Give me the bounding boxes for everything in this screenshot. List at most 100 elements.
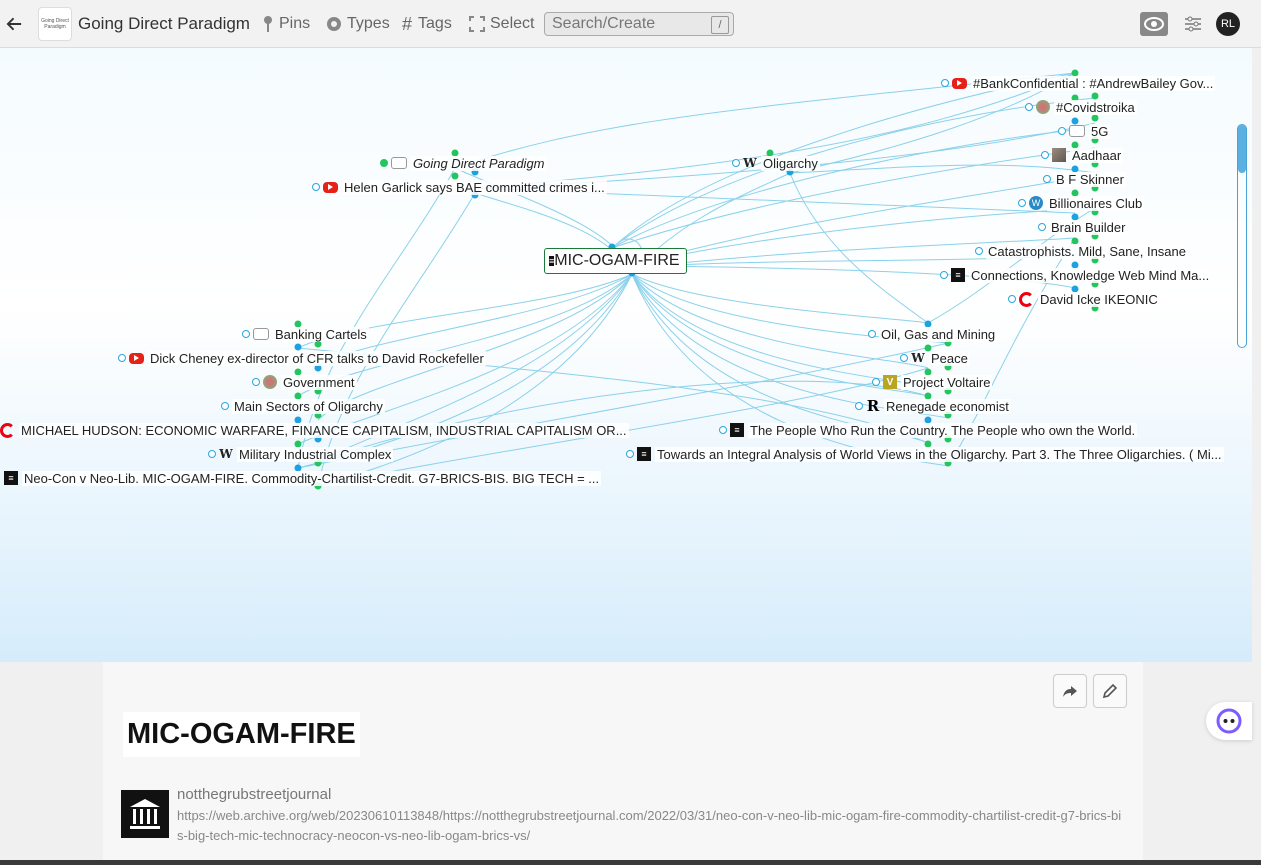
wikipedia-icon: W: [219, 447, 233, 461]
node-peace[interactable]: W Peace: [900, 348, 970, 368]
select-button[interactable]: Select: [469, 0, 534, 48]
node-oil-gas-mining[interactable]: Oil, Gas and Mining: [868, 324, 998, 344]
bank-icon: [549, 256, 555, 266]
connector-dot: [626, 450, 634, 458]
node-michael-hudson[interactable]: MICHAEL HUDSON: ECONOMIC WARFARE, FINANC…: [0, 420, 629, 440]
node-label: Brain Builder: [1049, 219, 1128, 235]
node-helen-garlick[interactable]: Helen Garlick says BAE committed crimes …: [312, 177, 607, 197]
edge: [611, 129, 1076, 249]
wordpress-icon: W: [1029, 196, 1043, 210]
graph-scrollbar[interactable]: [1237, 124, 1247, 348]
node-brain-builder[interactable]: Brain Builder: [1038, 217, 1128, 237]
assistant-button[interactable]: [1206, 702, 1252, 740]
node-david-icke[interactable]: David Icke IKEONIC: [1008, 289, 1160, 309]
node-label: Renegade economist: [884, 398, 1011, 414]
wikipedia-icon: W: [743, 156, 757, 170]
connector-dot: [221, 402, 229, 410]
node-label: Catastrophists. Mild, Sane, Insane: [986, 243, 1188, 259]
edge: [631, 273, 929, 369]
node-oligarchy[interactable]: W Oligarchy: [732, 153, 820, 173]
node-label: Neo-Con v Neo-Lib. MIC-OGAM-FIRE. Commod…: [22, 470, 602, 486]
edge: [479, 72, 1076, 189]
center-node-mic-ogam-fire[interactable]: MIC-OGAM-FIRE: [544, 248, 687, 274]
settings-button[interactable]: [1184, 0, 1207, 48]
node-5g[interactable]: 5G: [1058, 121, 1111, 141]
circle-icon: [327, 17, 341, 31]
node-banking-cartels[interactable]: Banking Cartels: [242, 324, 369, 344]
detail-panel: MIC-OGAM-FIRE notthegrubstreetjournal ht…: [103, 662, 1143, 865]
node-aadhaar[interactable]: Aadhaar: [1041, 145, 1124, 165]
node-dick-cheney[interactable]: Dick Cheney ex-director of CFR talks to …: [118, 348, 486, 368]
connector-dot: [1041, 151, 1049, 159]
detail-title: MIC-OGAM-FIRE: [123, 712, 360, 757]
voltaire-logo-icon: V: [883, 375, 897, 389]
node-label: Connections, Knowledge Web Mind Ma...: [969, 267, 1212, 283]
node-label: Helen Garlick says BAE committed crimes …: [342, 179, 607, 195]
node-bankconfidential[interactable]: #BankConfidential : #AndrewBailey Gov...: [941, 73, 1216, 93]
search-placeholder: Search/Create: [552, 15, 656, 32]
graph-scrollbar-thumb[interactable]: [1238, 125, 1246, 173]
source-url-link[interactable]: https://web.archive.org/web/202306101138…: [177, 808, 1122, 843]
connector-dot: [868, 330, 876, 338]
connector-dot: [940, 271, 948, 279]
hash-icon: #: [402, 13, 413, 34]
bank-icon: [951, 268, 965, 282]
edge: [454, 72, 1076, 169]
connector-dot: [855, 402, 863, 410]
edge: [631, 273, 929, 397]
bank-icon: [4, 471, 18, 485]
youtube-icon: [323, 181, 338, 193]
share-button[interactable]: [1053, 674, 1087, 708]
c-logo-icon: [0, 422, 15, 438]
view-toggle-button[interactable]: [1140, 12, 1168, 36]
connector-dot: [1018, 199, 1026, 207]
pins-button[interactable]: Pins: [262, 0, 310, 48]
user-avatar[interactable]: RL: [1216, 12, 1240, 36]
node-label: B F Skinner: [1054, 171, 1126, 187]
node-label: Main Sectors of Oligarchy: [232, 398, 385, 414]
picture-icon: [1036, 100, 1050, 114]
connector-dot: [118, 354, 126, 362]
connector-dot: [900, 354, 908, 362]
node-connections-knowledge-web[interactable]: Connections, Knowledge Web Mind Ma...: [940, 265, 1212, 285]
node-label: Oligarchy: [761, 155, 820, 171]
node-project-voltaire[interactable]: V Project Voltaire: [872, 372, 993, 392]
node-label: #Covidstroika: [1054, 99, 1137, 115]
edit-button[interactable]: [1093, 674, 1127, 708]
chat-icon: [391, 157, 407, 169]
map-logo[interactable]: Going Direct Paradigm: [38, 7, 72, 41]
node-label: Billionaires Club: [1047, 195, 1145, 211]
node-people-who-run-country[interactable]: The People Who Run the Country. The Peop…: [719, 420, 1138, 440]
node-label: The People Who Run the Country. The Peop…: [748, 422, 1138, 438]
edge: [631, 273, 949, 419]
connector-dot: [242, 330, 250, 338]
youtube-icon: [129, 352, 144, 364]
tags-button[interactable]: # Tags: [402, 0, 452, 48]
select-icon: [469, 16, 485, 32]
node-military-industrial-complex[interactable]: W Military Industrial Complex: [208, 444, 394, 464]
node-label: Going Direct Paradigm: [411, 155, 547, 171]
node-label: Military Industrial Complex: [237, 446, 394, 462]
bottom-edge: [0, 860, 1261, 865]
node-going-direct-paradigm[interactable]: Going Direct Paradigm: [380, 153, 547, 173]
edge: [631, 273, 929, 324]
node-main-sectors[interactable]: Main Sectors of Oligarchy: [221, 396, 385, 416]
back-button[interactable]: [6, 0, 28, 48]
connector-dot: [1038, 223, 1046, 231]
node-government[interactable]: Government: [252, 372, 357, 392]
node-bf-skinner[interactable]: B F Skinner: [1043, 169, 1126, 189]
node-neo-con-v-neo-lib[interactable]: Neo-Con v Neo-Lib. MIC-OGAM-FIRE. Commod…: [4, 468, 602, 488]
edge: [611, 97, 1096, 249]
node-covidstroika[interactable]: #Covidstroika: [1025, 97, 1137, 117]
node-catastrophists[interactable]: Catastrophists. Mild, Sane, Insane: [975, 241, 1188, 261]
node-label: Oil, Gas and Mining: [879, 326, 998, 342]
node-renegade-economist[interactable]: R Renegade economist: [855, 396, 1011, 416]
youtube-icon: [952, 77, 967, 89]
search-input[interactable]: Search/Create /: [544, 12, 734, 36]
map-title[interactable]: Going Direct Paradigm: [78, 14, 250, 33]
graph-canvas[interactable]: Going Direct Paradigm Helen Garlick says…: [0, 48, 1252, 662]
pencil-icon: [1102, 683, 1118, 699]
node-billionaires-club[interactable]: W Billionaires Club: [1018, 193, 1145, 213]
node-integral-analysis[interactable]: Towards an Integral Analysis of World Vi…: [626, 444, 1224, 464]
types-button[interactable]: Types: [326, 0, 390, 48]
